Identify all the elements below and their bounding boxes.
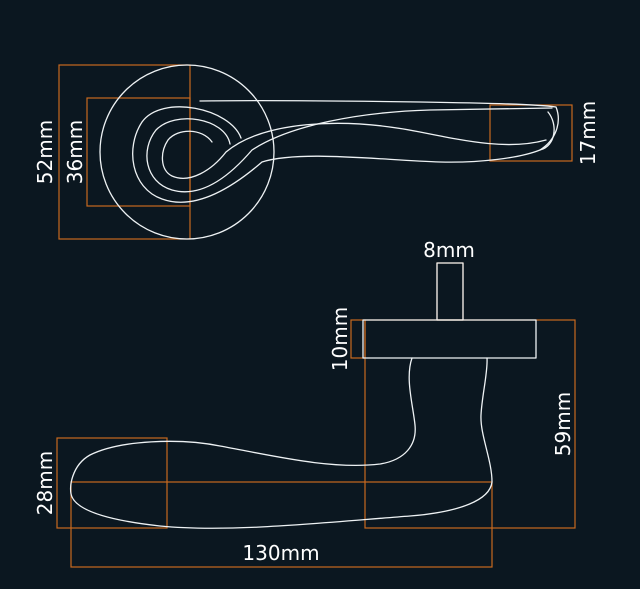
total-height-label: 59mm	[551, 392, 575, 456]
spindle-width-dimension-box	[436, 262, 464, 321]
top-view: 52mm 36mm 17mm	[33, 64, 600, 240]
lever-tip-curl	[539, 111, 555, 151]
handle-body-outline	[69, 357, 493, 529]
inner-diameter-dimension-box	[86, 97, 191, 207]
rose-plate	[362, 319, 537, 359]
lever-tip-height-label: 17mm	[576, 101, 600, 165]
total-height-dimension-box	[364, 319, 576, 529]
grip-height-label: 28mm	[33, 451, 57, 515]
side-view: 8mm 10mm 59mm 28mm 130mm	[33, 238, 576, 568]
lever-outer-contour	[132, 99, 559, 203]
spindle	[436, 262, 464, 321]
lever-length-dimension-box	[70, 481, 493, 568]
rose-diameter-label: 52mm	[33, 120, 57, 184]
grip-height-dimension-box	[56, 437, 168, 529]
inner-diameter-label: 36mm	[63, 120, 87, 184]
rose-outer-circle	[99, 64, 275, 240]
lever-length-label: 130mm	[242, 541, 319, 565]
lever-groove-line	[161, 122, 547, 179]
lever-inner-contour	[146, 107, 553, 193]
rose-thickness-label: 10mm	[328, 307, 352, 371]
spindle-width-label: 8mm	[423, 238, 475, 262]
